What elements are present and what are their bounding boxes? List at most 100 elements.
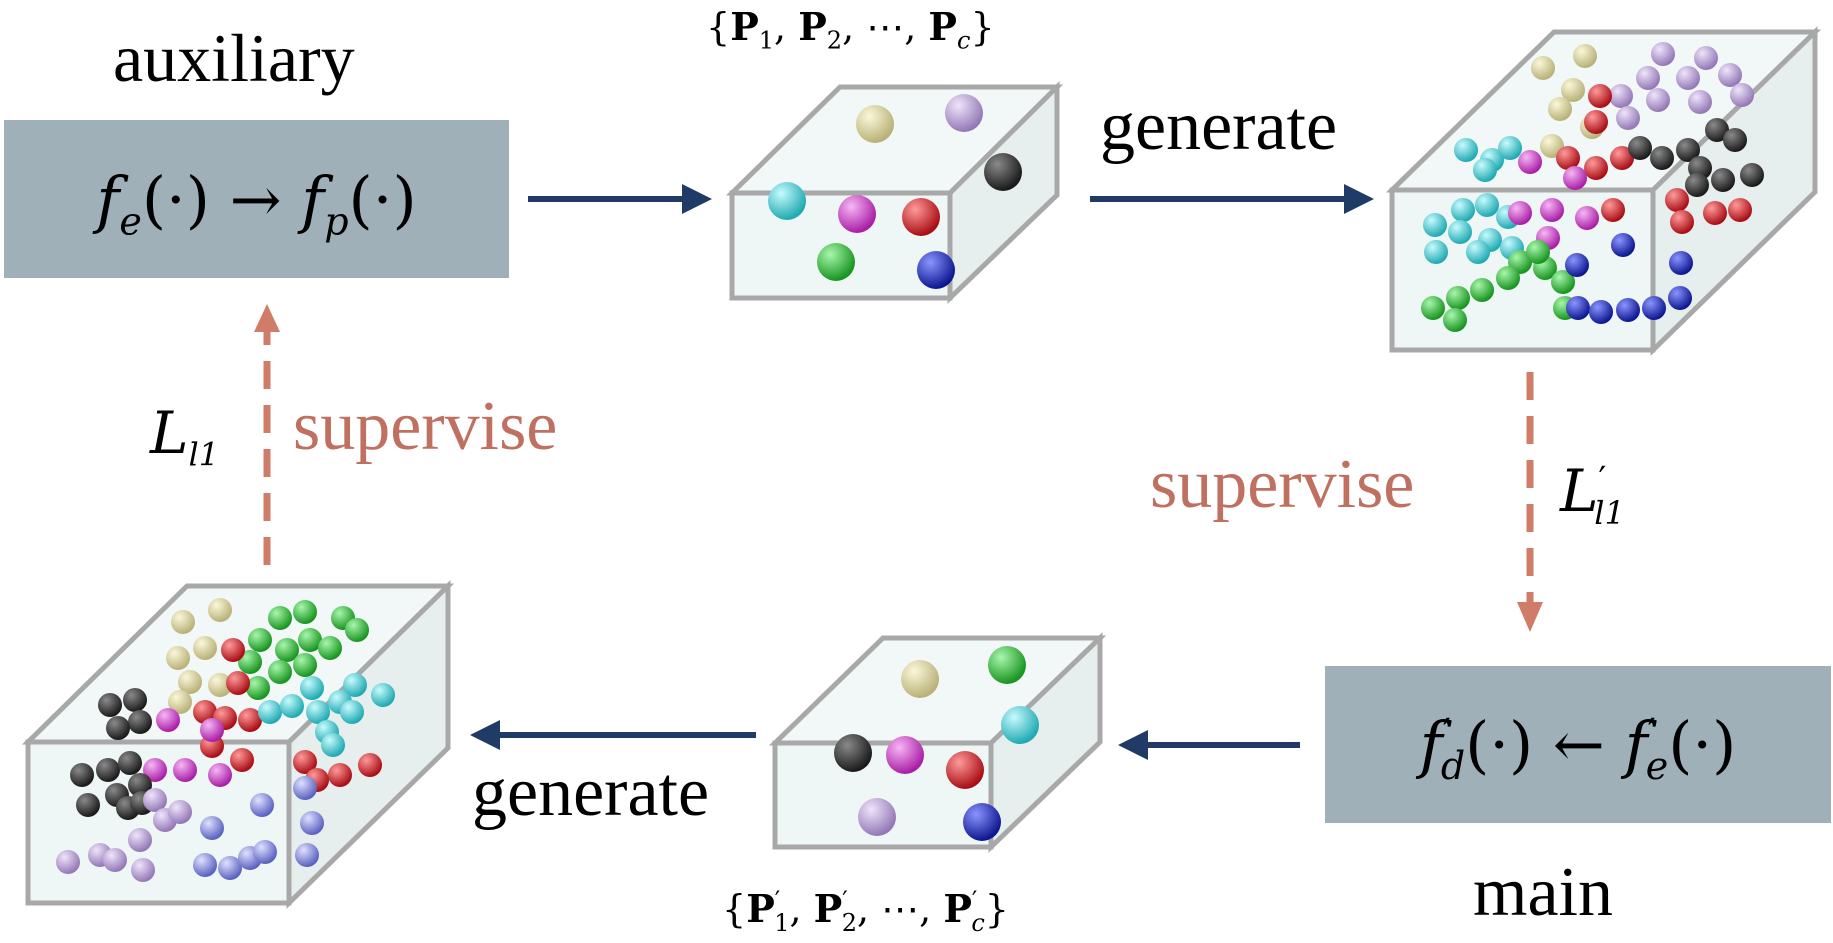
- sphere-cyan: [768, 182, 806, 220]
- sphere-green: [1443, 308, 1467, 332]
- sphere-lilac: [103, 848, 127, 872]
- sphere-periwinkle: [200, 816, 224, 840]
- sphere-yellow: [1548, 97, 1572, 121]
- auxiliary-mapping: fe(·) → fp(·): [96, 162, 417, 243]
- cube-prototypes-top: [725, 81, 1064, 304]
- sphere-lilac: [1730, 83, 1754, 107]
- sphere-green: [246, 676, 270, 700]
- sphere-cyan: [300, 676, 324, 700]
- sphere-dark: [1723, 128, 1747, 152]
- sphere-magenta: [173, 758, 197, 782]
- sphere-blue: [1589, 300, 1613, 324]
- sphere-red: [946, 751, 984, 789]
- sphere-blue: [1669, 251, 1693, 275]
- sphere-magenta: [886, 736, 924, 774]
- arrow-aux-to-prototypes: [528, 184, 712, 214]
- arrow-generate-bottom: [470, 720, 756, 750]
- sphere-cyan: [280, 694, 304, 718]
- sphere-cyan: [1448, 220, 1472, 244]
- sphere-magenta: [838, 195, 876, 233]
- sphere-green: [1446, 286, 1470, 310]
- sphere-green: [1551, 270, 1575, 294]
- sphere-periwinkle: [250, 793, 274, 817]
- main-label: main: [1473, 854, 1613, 931]
- sphere-lilac: [858, 798, 896, 836]
- sphere-green: [275, 638, 299, 662]
- sphere-yellow: [1573, 44, 1597, 68]
- sphere-magenta: [1563, 166, 1587, 190]
- sphere-green: [318, 636, 342, 660]
- sphere-lilac: [1636, 66, 1660, 90]
- sphere-magenta: [1575, 206, 1599, 230]
- sphere-cyan: [1424, 240, 1448, 264]
- sphere-dark: [98, 693, 122, 717]
- sphere-cyan: [258, 700, 282, 724]
- sphere-lilac: [168, 800, 192, 824]
- sphere-yellow: [178, 670, 202, 694]
- sphere-lilac: [143, 788, 167, 812]
- sphere-blue: [1642, 296, 1666, 320]
- sphere-blue: [1616, 298, 1640, 322]
- sphere-dark: [1628, 136, 1652, 160]
- sphere-lilac: [1688, 90, 1712, 114]
- sphere-green: [238, 650, 262, 674]
- sphere-cyan: [343, 673, 367, 697]
- sphere-magenta: [200, 718, 224, 742]
- sphere-red: [902, 198, 940, 236]
- sphere-periwinkle: [218, 856, 242, 880]
- sphere-red: [221, 638, 245, 662]
- sphere-dark: [70, 763, 94, 787]
- sphere-red: [358, 753, 382, 777]
- sphere-cyan: [1454, 138, 1478, 162]
- sphere-cyan: [340, 700, 364, 724]
- sphere-cyan: [1473, 158, 1497, 182]
- sphere-lilac: [945, 94, 983, 132]
- sphere-cyan: [1001, 706, 1039, 744]
- sphere-lilac: [1694, 46, 1718, 70]
- sphere-dark: [1685, 173, 1709, 197]
- sphere-dark: [123, 688, 147, 712]
- main-model-box: f′d(·) ← f′e(·): [1325, 666, 1831, 823]
- sphere-green: [268, 660, 292, 684]
- sphere-blue: [963, 803, 1001, 841]
- sphere-green: [1526, 240, 1550, 264]
- sphere-dark: [834, 734, 872, 772]
- sphere-blue: [1566, 296, 1590, 320]
- sphere-dark: [1650, 146, 1674, 170]
- sphere-red: [1601, 198, 1625, 222]
- sphere-magenta: [1518, 150, 1542, 174]
- sphere-magenta: [143, 758, 167, 782]
- sphere-green: [298, 628, 322, 652]
- sphere-periwinkle: [300, 811, 324, 835]
- sphere-dark: [106, 716, 130, 740]
- sphere-red: [1728, 198, 1752, 222]
- sphere-red: [1610, 146, 1634, 170]
- sphere-red: [238, 708, 262, 732]
- sphere-yellow: [856, 105, 894, 143]
- sphere-green: [1496, 266, 1520, 290]
- sphere-dark: [1740, 163, 1764, 187]
- sphere-cyan: [1423, 213, 1447, 237]
- sphere-blue: [917, 251, 955, 289]
- sphere-red: [328, 763, 352, 787]
- sphere-green: [293, 600, 317, 624]
- cube-generated-top: [1385, 26, 1822, 356]
- sphere-periwinkle: [193, 853, 217, 877]
- sphere-cyan: [1451, 198, 1475, 222]
- sphere-red: [193, 700, 217, 724]
- cube-generated-bottom: [21, 580, 455, 909]
- sphere-cyan: [306, 700, 330, 724]
- sphere-yellow: [171, 610, 195, 634]
- sphere-red: [226, 671, 250, 695]
- sphere-magenta: [208, 763, 232, 787]
- sphere-red: [1556, 146, 1580, 170]
- sphere-blue: [1565, 253, 1589, 277]
- sphere-green: [268, 606, 292, 630]
- sphere-periwinkle: [253, 840, 277, 864]
- sphere-cyan: [321, 733, 345, 757]
- sphere-green: [345, 618, 369, 642]
- loss-left-label: Ll1: [150, 399, 220, 474]
- sphere-red: [293, 750, 317, 774]
- sphere-red: [1670, 210, 1694, 234]
